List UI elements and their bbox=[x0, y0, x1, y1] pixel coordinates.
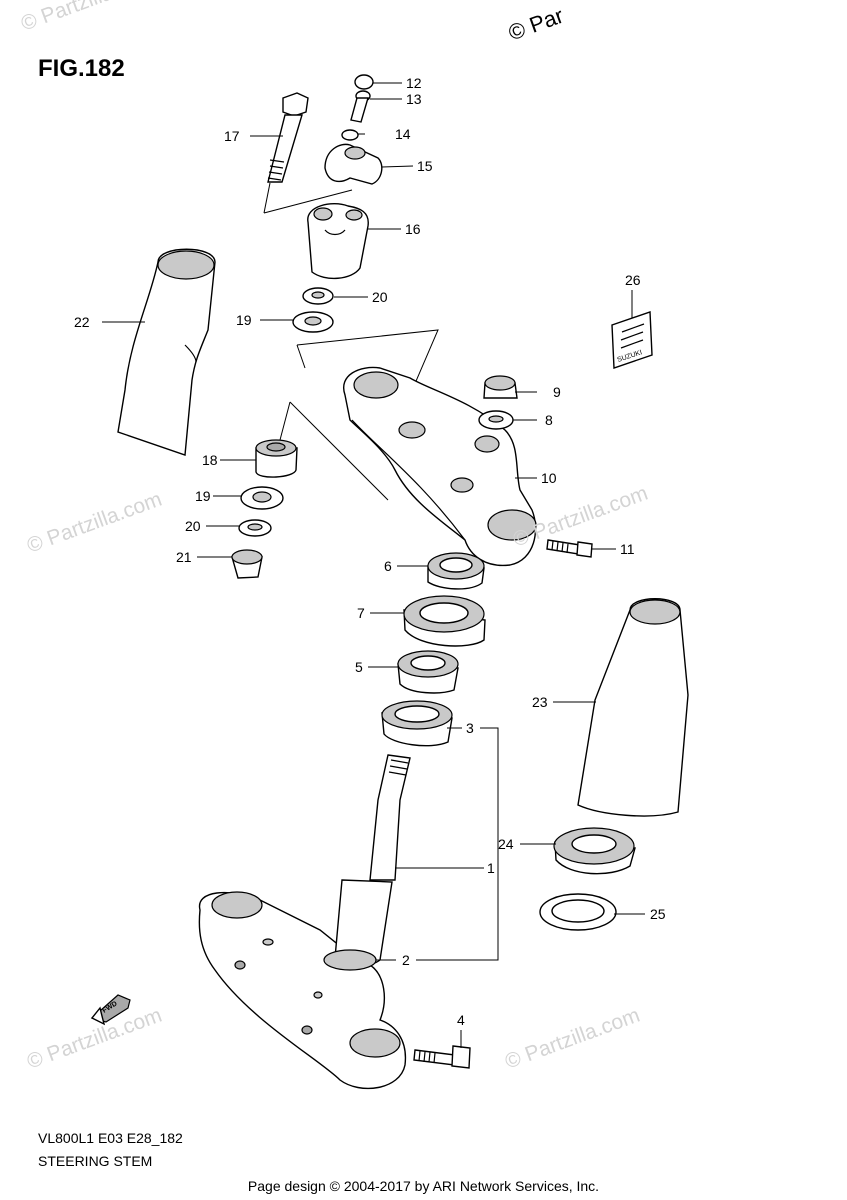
part-13-screw bbox=[350, 90, 371, 123]
part-24-stem-nut bbox=[553, 827, 636, 875]
callout-6: 6 bbox=[384, 558, 392, 574]
group-line bbox=[263, 182, 271, 214]
figure-caption: STEERING STEM bbox=[38, 1153, 153, 1169]
model-code: VL800L1 E03 E28_182 bbox=[38, 1130, 183, 1146]
part-23-fork-cover-right bbox=[577, 598, 689, 817]
callout-8: 8 bbox=[545, 412, 553, 428]
part-12-cap bbox=[354, 74, 374, 90]
part-18-spacer bbox=[255, 439, 298, 478]
callout-9: 9 bbox=[553, 384, 561, 400]
part-17-bolt bbox=[267, 92, 309, 183]
callout-4: 4 bbox=[457, 1012, 465, 1028]
part-25-washer bbox=[539, 893, 617, 931]
callout-13: 13 bbox=[406, 91, 422, 107]
group-line bbox=[296, 344, 306, 369]
callout-5: 5 bbox=[355, 659, 363, 675]
part-19-cushion-lower bbox=[240, 486, 284, 510]
part-15-handlebar-holder-upper bbox=[324, 143, 383, 185]
leader-lines bbox=[102, 82, 645, 1048]
part-6-lock-nut bbox=[427, 552, 485, 590]
part-20-washer-lower bbox=[238, 519, 272, 537]
part-7-dust-seal bbox=[403, 595, 486, 647]
group-line bbox=[279, 401, 291, 441]
callout-7: 7 bbox=[357, 605, 365, 621]
callout-24: 24 bbox=[498, 836, 514, 852]
part-20-washer-upper bbox=[302, 287, 334, 305]
fwd-arrow-icon bbox=[90, 994, 131, 1026]
callout-12: 12 bbox=[406, 75, 422, 91]
callout-1: 1 bbox=[487, 860, 495, 876]
part-19-cushion-upper bbox=[292, 311, 334, 333]
part-9-cap-nut bbox=[483, 375, 518, 399]
callout-22: 22 bbox=[74, 314, 90, 330]
callout-14: 14 bbox=[395, 126, 411, 142]
part-3-bearing-lower bbox=[381, 700, 453, 747]
callout-18: 18 bbox=[202, 452, 218, 468]
callout-20: 20 bbox=[372, 289, 388, 305]
part-21-nut bbox=[231, 549, 263, 579]
callout-2: 2 bbox=[402, 952, 410, 968]
part-1-steering-stem bbox=[198, 754, 411, 1090]
callout-15: 15 bbox=[417, 158, 433, 174]
part-11-bolt bbox=[546, 539, 593, 558]
part-8-washer bbox=[478, 410, 514, 430]
callout-26: 26 bbox=[625, 272, 641, 288]
group-line bbox=[263, 189, 353, 214]
callout-19-lower: 19 bbox=[195, 488, 211, 504]
callout-20-lower: 20 bbox=[185, 518, 201, 534]
part-5-bearing-upper bbox=[397, 650, 459, 694]
callout-16: 16 bbox=[405, 221, 421, 237]
group-line bbox=[289, 401, 389, 501]
callout-25: 25 bbox=[650, 906, 666, 922]
callout-21: 21 bbox=[176, 549, 192, 565]
callout-10: 10 bbox=[541, 470, 557, 486]
part-16-handlebar-holder-lower bbox=[307, 203, 369, 279]
callout-11: 11 bbox=[620, 541, 635, 557]
part-22-fork-cover-left bbox=[117, 248, 216, 456]
callout-23: 23 bbox=[532, 694, 548, 710]
part-26-emblem bbox=[611, 311, 653, 369]
callout-3: 3 bbox=[466, 720, 474, 736]
part-4-bolt bbox=[413, 1045, 471, 1069]
figure-title: FIG.182 bbox=[38, 55, 125, 82]
callout-19: 19 bbox=[236, 312, 252, 328]
callout-17: 17 bbox=[224, 128, 240, 144]
footer-copyright: Page design © 2004-2017 by ARI Network S… bbox=[247, 1178, 600, 1194]
part-14-washer bbox=[341, 129, 359, 141]
